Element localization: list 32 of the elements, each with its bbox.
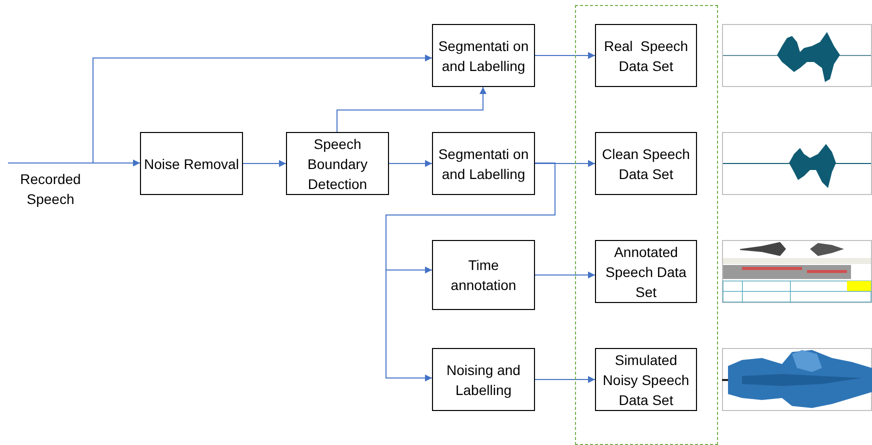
arrow xyxy=(386,162,556,382)
box-label: Noise Removal xyxy=(144,154,239,174)
arrow xyxy=(534,52,596,59)
process-box xyxy=(140,132,243,195)
process-box xyxy=(286,132,389,195)
process-box xyxy=(595,240,697,303)
arrow xyxy=(534,160,596,167)
dashed-group-box xyxy=(575,5,718,445)
input-label: Recorded Speech xyxy=(19,170,82,209)
box-label: Time annotation xyxy=(450,256,518,295)
box-label: Segmentati on and Labelling xyxy=(437,36,530,76)
process-box xyxy=(432,132,535,195)
process-box xyxy=(595,348,697,411)
arrow xyxy=(336,86,486,132)
box-label: Real Speech Data Set xyxy=(602,36,690,76)
arrow xyxy=(388,160,432,167)
box-label: Clean Speech Data Set xyxy=(601,144,691,184)
box-label: Segmentati on and Labelling xyxy=(437,144,530,184)
arrow xyxy=(92,54,432,164)
arrow xyxy=(534,376,596,383)
process-box xyxy=(432,240,535,310)
process-box xyxy=(595,24,697,87)
arrow xyxy=(8,160,140,166)
process-box xyxy=(432,24,535,87)
box-label: Simulated Noisy Speech Data Set xyxy=(602,350,690,410)
box-label: Annotated Speech Data Set xyxy=(604,242,688,302)
arrow xyxy=(242,160,286,167)
box-label: Speech Boundary Detection xyxy=(306,134,368,194)
box-label: Noising and Labelling xyxy=(446,360,522,400)
process-box xyxy=(432,348,535,411)
process-box xyxy=(595,132,697,195)
arrow xyxy=(534,272,596,278)
